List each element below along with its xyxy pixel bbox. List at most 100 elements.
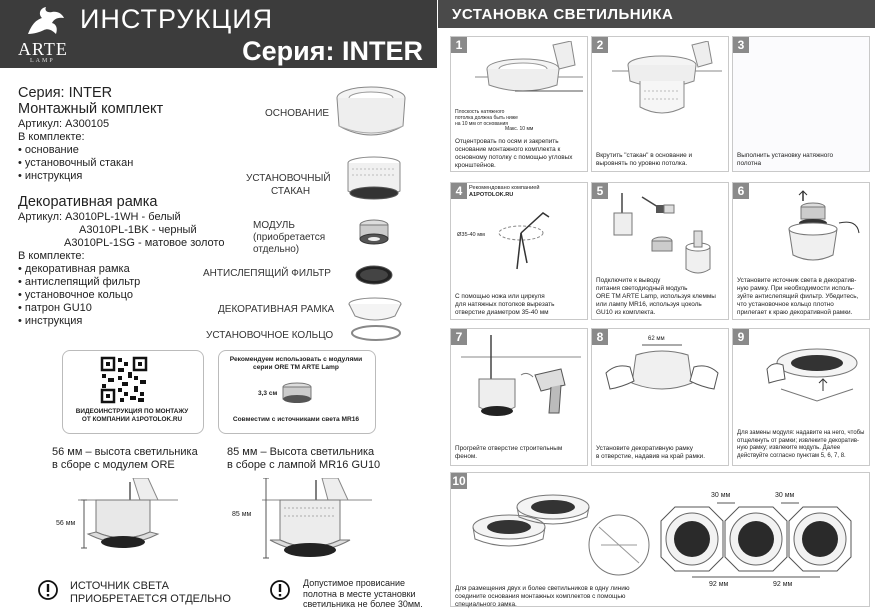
step-4: 4 Рекомендовано компанией A1POTOLOK.RU Ø… — [450, 182, 588, 320]
frame-item: • антислепящий фильтр — [18, 276, 141, 288]
part-label-module: отдельно) — [253, 244, 300, 255]
kit-heading: Монтажный комплект — [18, 101, 164, 117]
caption-line: Вкрутить "стакан" в основание и — [596, 152, 693, 159]
step10-dim-bottom: 92 мм — [709, 581, 729, 588]
step7-caption: Прогрейте отверстие строительным феном. — [455, 445, 562, 461]
step-3: 3 Выполнить установку натяжного полотна — [732, 36, 870, 172]
caption-line: Для замены модуля: надавите на него, что… — [737, 430, 865, 436]
caption-line: Отцентровать по осям и закрепить — [455, 138, 559, 145]
step7-drawing — [461, 335, 581, 416]
caption-line: феном. — [455, 453, 478, 460]
caption-line: кронштейнов. — [455, 162, 496, 169]
frame-heading: Декоративная рамка — [18, 194, 158, 210]
mr16-height-drawing — [262, 478, 372, 559]
caption-line: или лампу MR16, используя цоколь — [596, 301, 702, 308]
caption-line: для натяжных потолков вырезать — [455, 301, 555, 308]
kit-article: Артикул: A300105 — [18, 118, 110, 130]
caption-line: прилегает к краю декоративной рамки. — [737, 309, 853, 316]
part-label-glass: УСТАНОВОЧНЫЙ — [246, 173, 331, 184]
step-2: 2 Вкрутить "стакан" в основание и выровн… — [591, 36, 729, 172]
qr-caption-line: ВИДЕОИНСТРУКЦИЯ ПО МОНТАЖУ — [75, 408, 189, 415]
caption-line: отщелкнуть от рамки; извлеките декоратив… — [737, 437, 860, 444]
frame-article: A3010PL-1SG - матовое золото — [64, 237, 225, 249]
step4-drawing — [498, 212, 550, 270]
part-label-base: ОСНОВАНИЕ — [265, 108, 330, 119]
warning-line: Допустимое провисание — [303, 578, 406, 588]
step1-note: Плоскость натяжного потолка должна быть … — [455, 109, 518, 127]
caption-line: Установите источник света в декоратив- — [737, 277, 857, 284]
caption-line: Подключите к выводу — [596, 277, 661, 284]
step10-dim-top: 30 мм — [711, 492, 731, 499]
frame-item: • инструкция — [18, 315, 83, 327]
frame-item: • декоративная рамка — [18, 263, 130, 275]
step10-dim-top: 30 мм — [775, 492, 795, 499]
qr-code-icon[interactable] — [100, 356, 148, 404]
part-label-ring: УСТАНОВОЧНОЕ КОЛЬЦО — [206, 330, 334, 341]
step-number: 10 — [451, 473, 467, 489]
step6-caption: Установите источник света в декоратив- н… — [737, 277, 858, 317]
step4-dim: Ø35-40 мм — [457, 232, 485, 238]
step3-caption: Выполнить установку натяжного полотна — [737, 152, 833, 168]
caption-line: С помощью ножа или циркуля — [455, 293, 545, 300]
frame-item: • установочное кольцо — [18, 289, 133, 301]
ore-dim: 56 мм — [56, 520, 76, 527]
ring-drawing — [351, 325, 401, 341]
frame-item: • патрон GU10 — [18, 302, 92, 314]
kit-item: • установочный стакан — [18, 157, 134, 169]
step9-drawing — [766, 348, 858, 402]
module-drawing — [359, 219, 389, 245]
frame-drawing — [348, 297, 402, 321]
step-number: 7 — [451, 329, 467, 345]
height-mr16-line: 85 мм – Высота светильника — [227, 446, 375, 458]
step8-dim: 62 мм — [648, 336, 665, 342]
caption-line: в отверстие, надавив на край рамки. — [596, 453, 705, 460]
step4-rec-line: Рекомендовано компанией — [469, 185, 540, 191]
warning-sag: Допустимое провисание полотна в месте ус… — [303, 578, 423, 610]
logo-name: ARTE — [18, 39, 68, 59]
step5-drawing — [613, 193, 711, 274]
recommend-mr16: Совместим с источниками света MR16 — [232, 416, 360, 423]
warning-line: ИСТОЧНИК СВЕТА — [70, 580, 169, 592]
caption-line: соедините основания монтажных комплектов… — [455, 593, 626, 600]
step4-rec-line: A1POTOLOK.RU — [469, 192, 514, 198]
warning-line: светильника не более 30мм. — [303, 599, 423, 609]
frame-article: Артикул: A3010PL-1WH - белый — [18, 211, 181, 223]
step-8: 8 62 мм Установите декоративную рамку в … — [591, 328, 729, 466]
caption-line: ORE TM ARTE Lamp, используя клеммы — [596, 293, 716, 300]
caption-line: GU10 из комплекта. — [596, 309, 656, 316]
frame-article: A3010PL-1BK - черный — [79, 224, 197, 236]
step-number: 5 — [592, 183, 608, 199]
mr16-dim: 85 мм — [232, 511, 252, 518]
height-ore-value: 56 мм — [52, 446, 83, 458]
caption-line: Установите декоративную рамку — [596, 445, 693, 452]
step-number: 4 — [451, 183, 467, 199]
height-ore-line: 56 мм – высота светильника — [52, 446, 198, 459]
right-header: УСТАНОВКА СВЕТИЛЬНИКА — [438, 0, 875, 28]
kit-item: • инструкция — [18, 170, 83, 182]
step-6: 6 Установите источник света в декоратив-… — [732, 182, 870, 320]
caption-line: Выполнить установку натяжного — [737, 152, 834, 159]
qr-caption-line: ОТ КОМПАНИИ A1POTOLOK.RU — [81, 416, 183, 423]
recommend-dim: 3,3 см — [258, 390, 278, 397]
height-mr16-line2: в сборе с лампой MR16 GU10 — [227, 459, 381, 471]
frame-includes: В комплекте: — [18, 250, 85, 262]
step-number: 9 — [733, 329, 749, 345]
step10-connect-drawing — [472, 494, 650, 576]
caption-line: выровнять по уровню потолка. — [596, 160, 688, 167]
step8-drawing — [605, 344, 719, 390]
height-ore-line2: в сборе с модулем ORE — [52, 459, 175, 471]
caption-line: основание монтажного комплекта к — [455, 146, 561, 153]
caption-line: действуйте согласно пунктам 5, 6, 7, 8. — [737, 452, 846, 459]
step-number: 6 — [733, 183, 749, 199]
step-9: 9 Для замены модуля: надавите на него, ч… — [732, 328, 870, 466]
recommend-block — [218, 350, 376, 434]
exclamation-icon — [270, 580, 290, 600]
step10-layout-drawing — [660, 502, 852, 578]
qr-caption: ВИДЕОИНСТРУКЦИЯ ПО МОНТАЖУ ОТ КОМПАНИИ A… — [62, 408, 202, 424]
caption-line: отверстие диаметром 35-40 мм — [455, 309, 549, 316]
caption-line: основному потолку с помощью угловых — [455, 154, 573, 161]
step4-recommend: Рекомендовано компанией A1POTOLOK.RU — [469, 185, 539, 199]
step-7: 7 Прогрейте отверстие строительным феном… — [450, 328, 588, 466]
qr-block — [62, 350, 204, 434]
filter-drawing — [355, 265, 393, 285]
